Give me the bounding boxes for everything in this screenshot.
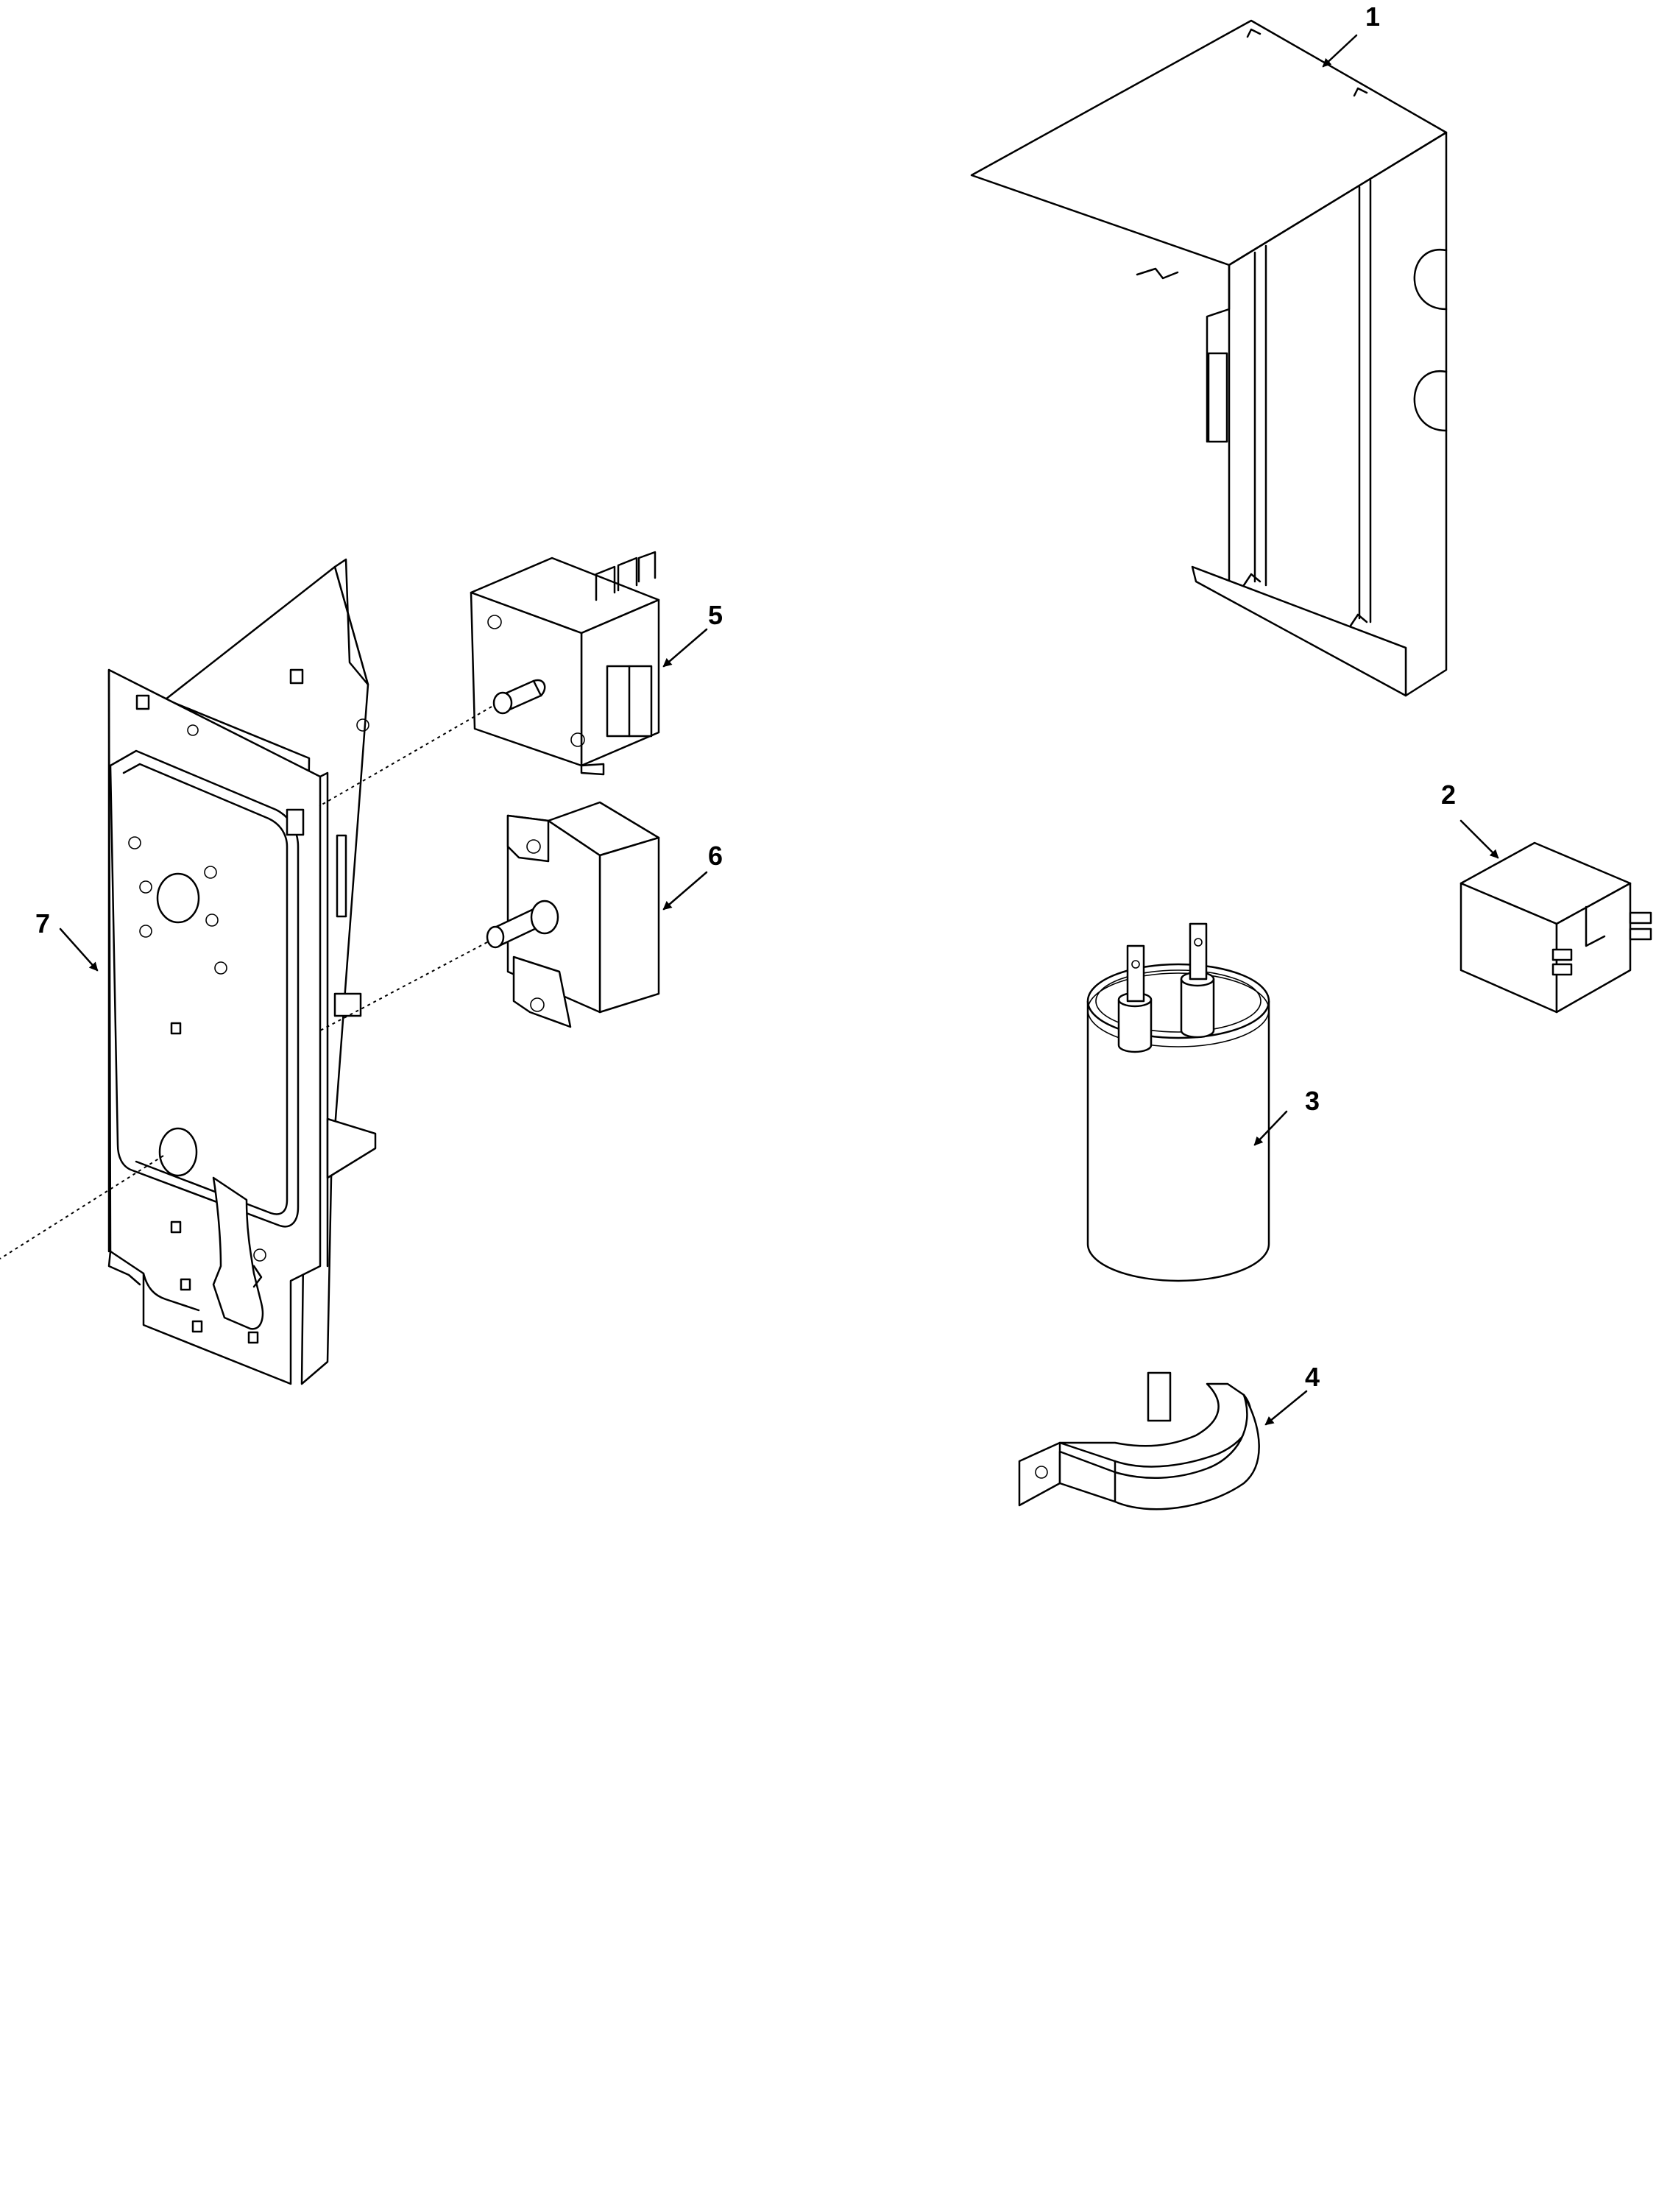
arrow-5 [662, 628, 708, 668]
callout-4: 4 [1305, 1362, 1320, 1392]
part-1-cover-bracket [970, 19, 1448, 697]
arrow-2 [1459, 819, 1499, 859]
callout-1: 1 [1365, 1, 1381, 32]
callout-5: 5 [708, 600, 723, 630]
arrow-4 [1264, 1390, 1308, 1426]
callout-6: 6 [708, 841, 723, 871]
part-4-strap [1018, 1371, 1260, 1510]
part-3-capacitor [1086, 922, 1270, 1282]
callout-2: 2 [1441, 780, 1457, 810]
part-2-relay [1459, 841, 1652, 1014]
arrow-1 [1322, 34, 1358, 68]
arrow-3 [1253, 1110, 1288, 1146]
callout-3: 3 [1305, 1086, 1320, 1116]
arrow-6 [662, 871, 708, 911]
assembly-lines [0, 706, 492, 1259]
part-7-control-panel [107, 558, 377, 1385]
part-6-timer [486, 801, 660, 1028]
part-5-switch [470, 551, 660, 776]
callout-7: 7 [35, 908, 51, 939]
leader-arrows [59, 34, 1499, 1426]
arrow-7 [59, 927, 99, 972]
